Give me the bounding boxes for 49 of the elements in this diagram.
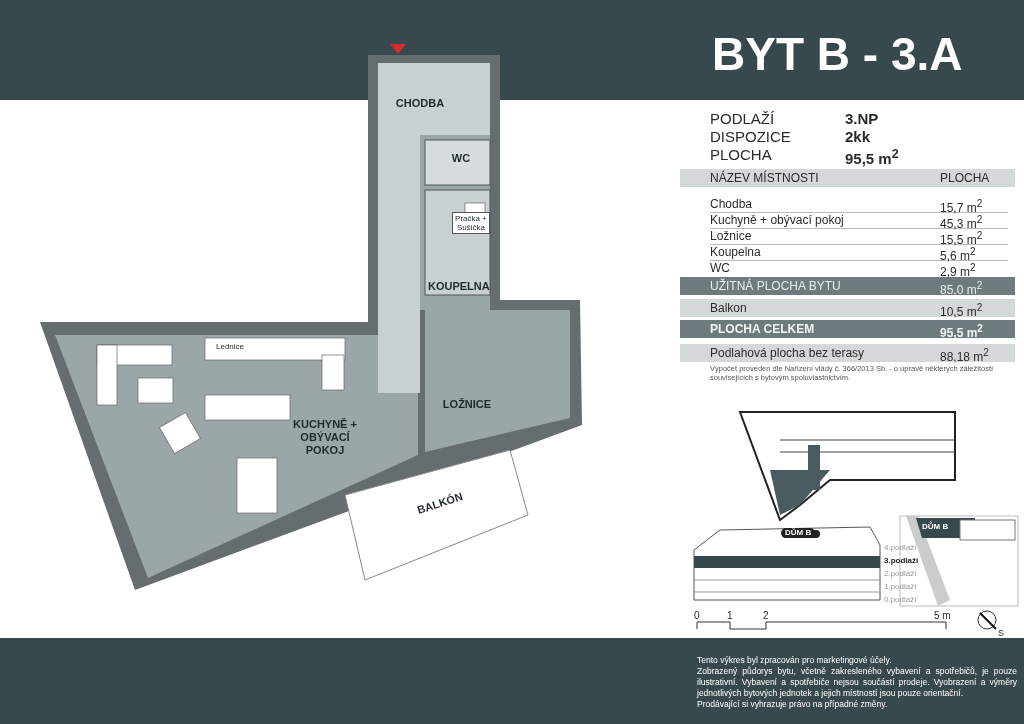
room-label: KOUPELNA [428, 280, 488, 293]
field-label: PLOCHA [710, 146, 772, 163]
scale-number: 5 m [934, 610, 951, 621]
room-name: Kuchyně + obývací pokoj [710, 213, 844, 227]
area-value: 45,3 m$^{2}$ [940, 214, 983, 231]
disclaimer-text: Prodávající si vyhrazuje právo na případné změny. [697, 699, 888, 710]
room-label: WC [446, 152, 476, 165]
room-name: Chodba [710, 197, 753, 211]
appliance-box: Pračka + Sušička [452, 212, 490, 234]
field-label: DISPOZICE [710, 128, 791, 145]
scale-number: 0 [694, 610, 700, 621]
disclaimer-text: Tento výkres byl zpracován pro marketingové účely. [697, 655, 892, 666]
floor-label: 2.podlaží [884, 569, 917, 578]
row-label: Podlahová plocha bez terasy [710, 346, 865, 360]
area-value: 88,18 m$^{2}$ [940, 346, 989, 364]
area-value: 2,9 m$^{2}$ [940, 262, 976, 279]
field-value: 2kk [845, 128, 871, 145]
row-label: PLOCHA CELKEM [710, 322, 815, 336]
column-header: NÁZEV MÍSTNOSTI [710, 171, 819, 185]
room-label: KUCHYNĚ + OBÝVACÍ POKOJ [285, 418, 365, 457]
compass-letter: S [998, 628, 1004, 638]
column-header: PLOCHA [940, 171, 990, 185]
room-name: WC [710, 261, 730, 275]
area-value: 5,6 m$^{2}$ [940, 246, 976, 263]
floor-label: 4.podlaží [884, 543, 917, 552]
floor-label: 1.podlaží [884, 582, 917, 591]
building-label: DŮM B [781, 528, 816, 538]
floor-label: 0.podlaží [884, 595, 917, 604]
room-name: Koupelna [710, 245, 761, 259]
field-label: PODLAŽÍ [710, 110, 775, 127]
appliance-label: Lednice [216, 342, 245, 351]
field-value: 95,5 m$^{2}$ [845, 146, 899, 167]
field-value: 3.NP [845, 110, 879, 127]
row-label: UŽITNÁ PLOCHA BYTU [710, 279, 841, 293]
area-value: 15,5 m$^{2}$ [940, 230, 983, 247]
room-label: CHODBA [395, 97, 445, 110]
area-value: 10,5 m$^{2}$ [940, 301, 983, 319]
room-label: LOŽNICE [437, 398, 497, 411]
room-name: Ložnice [710, 229, 752, 243]
page-title: BYT B - 3.A [712, 28, 963, 80]
disclaimer-text: Zobrazený půdorys bytu, včetně zakresleného vybavení a spotřebičů, je pouze ilustrativní. Vybavení a spotřebiče nejsou součástí prodeje. Vyobrazení a výměry jednotlivých bytových jednotek a jejich místností jsou pouze orientační. [697, 666, 1017, 699]
floor-label: 3.podlaží [884, 556, 919, 565]
row-label: Balkon [710, 301, 747, 315]
area-value: 85,0 m$^{2}$ [940, 279, 983, 297]
building-label: DŮM B [922, 522, 949, 532]
scale-number: 1 [727, 610, 733, 621]
area-value: 95,5 m$^{2}$ [940, 322, 983, 340]
scale-number: 2 [763, 610, 769, 621]
area-value: 15,7 m$^{2}$ [940, 197, 983, 215]
